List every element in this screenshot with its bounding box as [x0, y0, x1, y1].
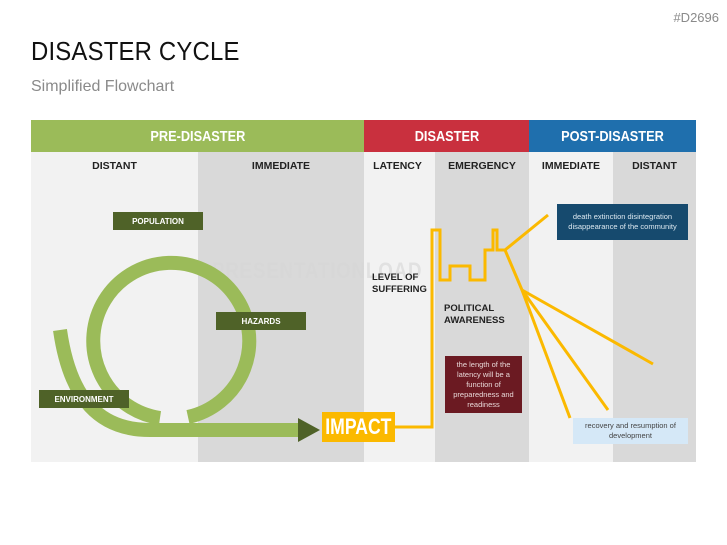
cycle-loop: [86, 255, 257, 425]
subphase-post-immediate: IMMEDIATE: [541, 160, 601, 172]
tag-environment: ENVIRONMENT: [39, 390, 129, 408]
label-level-of-suffering: LEVEL OF SUFFERING: [372, 272, 427, 296]
branch-line-2: [520, 289, 610, 411]
subphase-pre-distant: DISTANT: [92, 160, 137, 172]
subphase-latency: LATENCY: [373, 160, 422, 172]
slide-code: #D2696: [673, 10, 719, 25]
extinction-note-box: death extinction disintegration disappea…: [557, 204, 688, 240]
subphase-pre-immediate: IMMEDIATE: [251, 160, 311, 172]
label-line: POLITICAL: [444, 303, 495, 314]
subphase-post-distant: DISTANT: [632, 160, 677, 172]
phase-header-post-disaster: POST-DISASTER: [529, 120, 696, 152]
branch-line-3: [520, 289, 572, 419]
label-line: SUFFERING: [372, 284, 427, 295]
column-post-distant: [613, 152, 696, 462]
label-line: AWARENESS: [444, 315, 505, 326]
tag-hazards: HAZARDS: [216, 312, 306, 330]
impact-box: IMPACT: [322, 412, 395, 442]
latency-note-box: the length of the latency will be a func…: [445, 356, 522, 413]
impact-label: IMPACT: [325, 414, 392, 439]
suffering-line: [395, 228, 505, 429]
label-line: LEVEL OF: [372, 272, 419, 283]
phase-header-disaster: DISASTER: [364, 120, 529, 152]
watermark: PRESENTATIONLOAD: [212, 258, 423, 283]
column-post-immediate: [529, 152, 613, 462]
page-subtitle: Simplified Flowchart: [31, 78, 175, 95]
column-pre-immediate: [198, 152, 364, 462]
line-to-split: [503, 249, 524, 291]
label-political-awareness: POLITICAL AWARENESS: [444, 303, 505, 327]
branch-line-1: [521, 288, 654, 366]
column-pre-distant: [31, 152, 198, 462]
phase-header-pre-disaster: PRE-DISASTER: [31, 120, 364, 152]
phase-label: POST-DISASTER: [561, 127, 664, 145]
page-title: DISASTER CYCLE: [31, 36, 240, 66]
cycle-arrowhead: [298, 418, 320, 442]
recovery-note-box: recovery and resumption of development: [573, 418, 688, 444]
subphase-emergency: EMERGENCY: [448, 160, 516, 172]
phase-label: PRE-DISASTER: [150, 127, 245, 145]
line-to-extinction: [504, 213, 549, 252]
cycle-tail: [53, 329, 300, 437]
column-latency: [364, 152, 435, 462]
phase-label: DISASTER: [414, 127, 479, 145]
tag-population: POPULATION: [113, 212, 203, 230]
